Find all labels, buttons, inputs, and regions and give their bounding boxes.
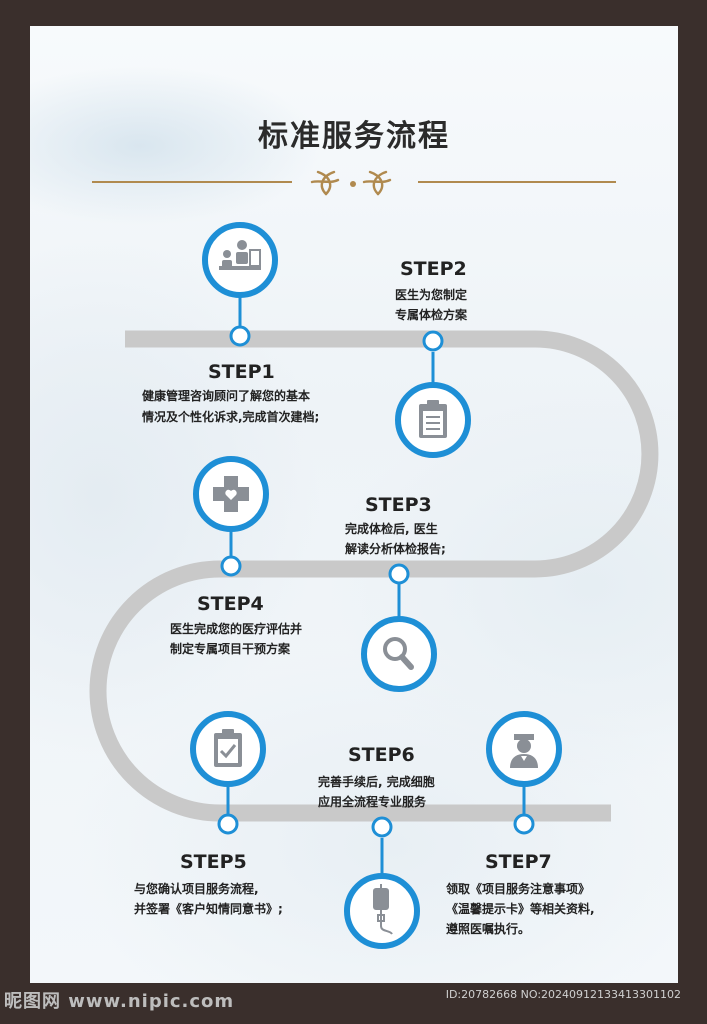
watermark-site: 昵图网 www.nipic.com — [4, 991, 235, 1012]
node-dot-step4 — [388, 563, 410, 585]
step1-desc-line1: 健康管理咨询顾问了解您的基本 — [142, 389, 311, 403]
doctor-icon — [510, 734, 538, 768]
node-dot-step6 — [371, 816, 393, 838]
step6-desc-line1: 完善手续后, 完成细胞 — [318, 775, 435, 789]
poster: 标准服务流程 — [30, 26, 678, 983]
ornament-icon — [310, 170, 392, 196]
step2-title: STEP2 — [400, 258, 467, 280]
step3-title: STEP3 — [365, 494, 432, 516]
page-title: 标准服务流程 — [258, 119, 450, 154]
serpentine-track — [89, 330, 659, 822]
title-rule-right — [418, 181, 616, 183]
step7-title: STEP7 — [485, 851, 552, 873]
step5-title: STEP5 — [180, 851, 247, 873]
step5-desc-line1: 与您确认项目服务流程, — [134, 882, 259, 896]
clipboard-icon — [419, 400, 447, 438]
iv-drip-icon — [373, 884, 393, 935]
checklist-icon — [214, 729, 242, 767]
step4-desc-line1: 医生完成您的医疗评估并 — [170, 622, 303, 636]
step2-desc-line2: 专属体检方案 — [395, 308, 468, 322]
node-dot-step3 — [220, 555, 242, 577]
step1-desc-line2: 情况及个性化诉求,完成首次建档; — [142, 410, 320, 424]
step6-desc-line2: 应用全流程专业服务 — [318, 795, 427, 809]
magnifier-icon — [383, 637, 414, 670]
step5-desc-line2: 并签署《客户知情同意书》; — [134, 902, 283, 916]
step2-desc-line1: 医生为您制定 — [395, 288, 468, 302]
step4-title: STEP4 — [197, 593, 264, 615]
step1-title: STEP1 — [208, 361, 275, 383]
node-dot-step2 — [422, 330, 444, 352]
node-dot-step7 — [513, 813, 535, 835]
node-dot-step1 — [229, 325, 251, 347]
step7-desc-line2: 《温馨提示卡》等相关资料, — [446, 902, 595, 916]
step3-desc-line1: 完成体检后, 医生 — [345, 522, 438, 536]
step7-desc-line1: 领取《项目服务注意事项》 — [446, 882, 591, 896]
title-rule-left — [92, 181, 292, 183]
node-dot-step5 — [217, 813, 239, 835]
reception-desk-icon — [219, 240, 261, 270]
step3-desc-line2: 解读分析体检报告; — [345, 542, 446, 556]
step4-desc-line2: 制定专属项目干预方案 — [170, 642, 291, 656]
step7-desc-line3: 遵照医嘱执行。 — [446, 922, 531, 936]
step6-title: STEP6 — [348, 744, 415, 766]
process-path — [89, 222, 659, 949]
medical-cross-icon — [213, 476, 249, 512]
watermark-id: ID:20782668 NO:20240912133413301102 — [445, 988, 681, 1001]
